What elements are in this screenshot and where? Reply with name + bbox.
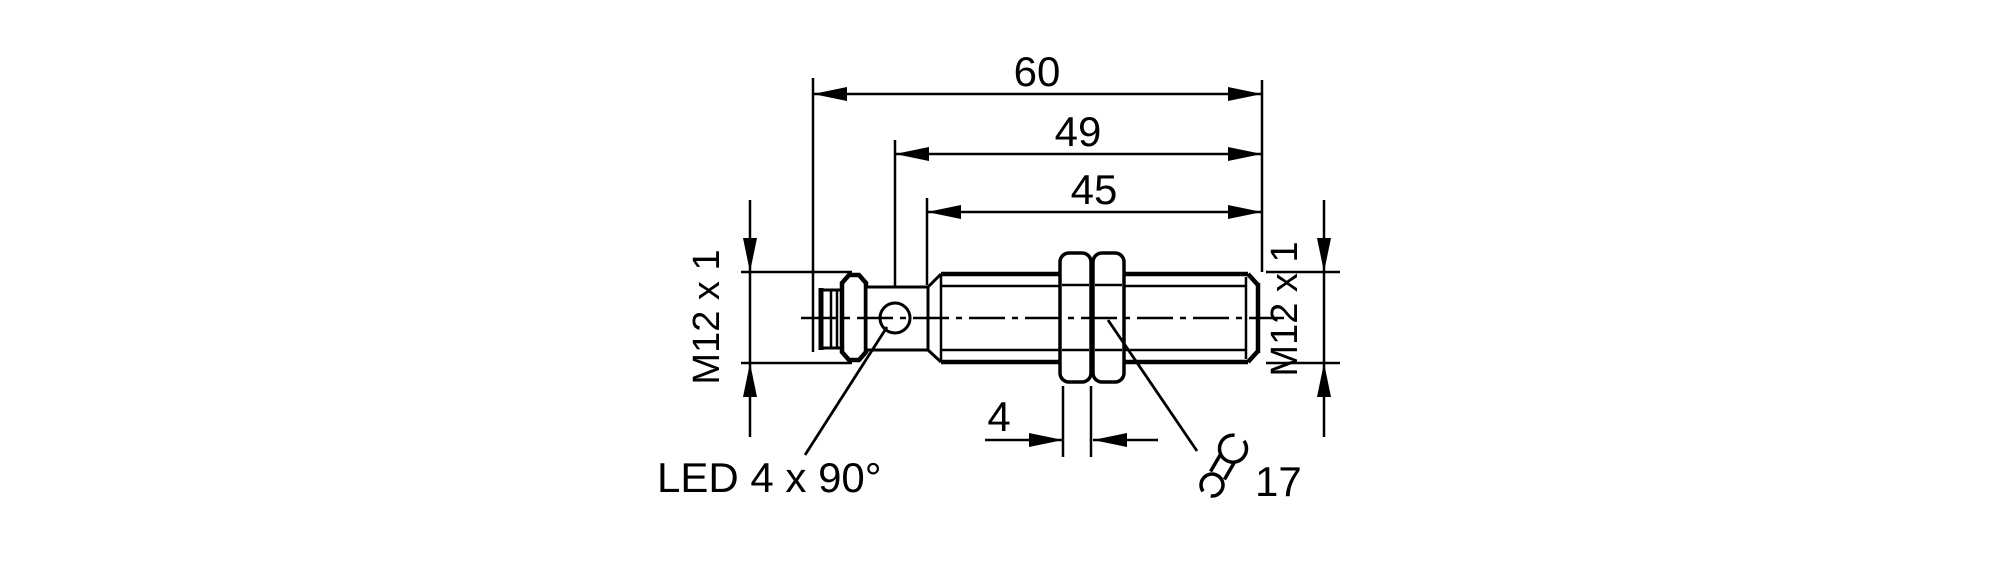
arrowhead-right-icon: [1228, 205, 1262, 219]
dimension-value-thread: 45: [1071, 166, 1118, 213]
sensor-body: [801, 251, 1284, 384]
wrench-shaft-edge: [1222, 461, 1236, 481]
wrench-jaw-bottom: [1199, 472, 1225, 498]
wrench-shaft-edge: [1209, 453, 1223, 473]
wrench-icon: [1199, 433, 1249, 498]
arrowhead-up-icon: [1317, 363, 1331, 397]
arrowhead-right-icon: [1029, 433, 1063, 447]
led-callout: LED 4 x 90°: [657, 326, 889, 501]
arrowhead-right-icon: [1228, 87, 1262, 101]
arrowhead-right-icon: [1228, 147, 1262, 161]
led-callout-label: LED 4 x 90°: [657, 454, 882, 501]
arrowhead-left-icon: [1093, 433, 1127, 447]
dimension-nut-thickness: 4: [985, 386, 1158, 457]
dimension-value-nut: 4: [987, 393, 1010, 440]
arrowhead-down-icon: [1317, 238, 1331, 272]
thread-label-barrel: M12 x 1: [1264, 241, 1306, 376]
arrowhead-down-icon: [743, 238, 757, 272]
dimension-overall-length: 60: [811, 48, 1264, 352]
wrench-size-label: 17: [1255, 458, 1302, 505]
dimension-connector-thread: M12 x 1: [686, 200, 852, 437]
leader-line: [803, 326, 889, 456]
chamfer-line: [926, 348, 943, 364]
dimension-housing-length: 49: [893, 108, 1262, 333]
arrowhead-left-icon: [813, 87, 847, 101]
arrowhead-left-icon: [895, 147, 929, 161]
arrowhead-up-icon: [743, 363, 757, 397]
dimension-value-overall: 60: [1014, 48, 1061, 95]
leader-line: [1106, 319, 1199, 452]
connector-collar: [839, 272, 869, 363]
arrowhead-left-icon: [927, 205, 961, 219]
dimension-thread-length: 45: [925, 166, 1262, 285]
chamfer-line: [926, 272, 943, 289]
thread-label-connector: M12 x 1: [686, 249, 728, 384]
dimension-barrel-thread: M12 x 1: [1264, 200, 1340, 437]
dimension-value-housing: 49: [1055, 108, 1102, 155]
wrench-callout: 17: [1106, 319, 1302, 505]
wrench-jaw-top: [1217, 433, 1249, 464]
